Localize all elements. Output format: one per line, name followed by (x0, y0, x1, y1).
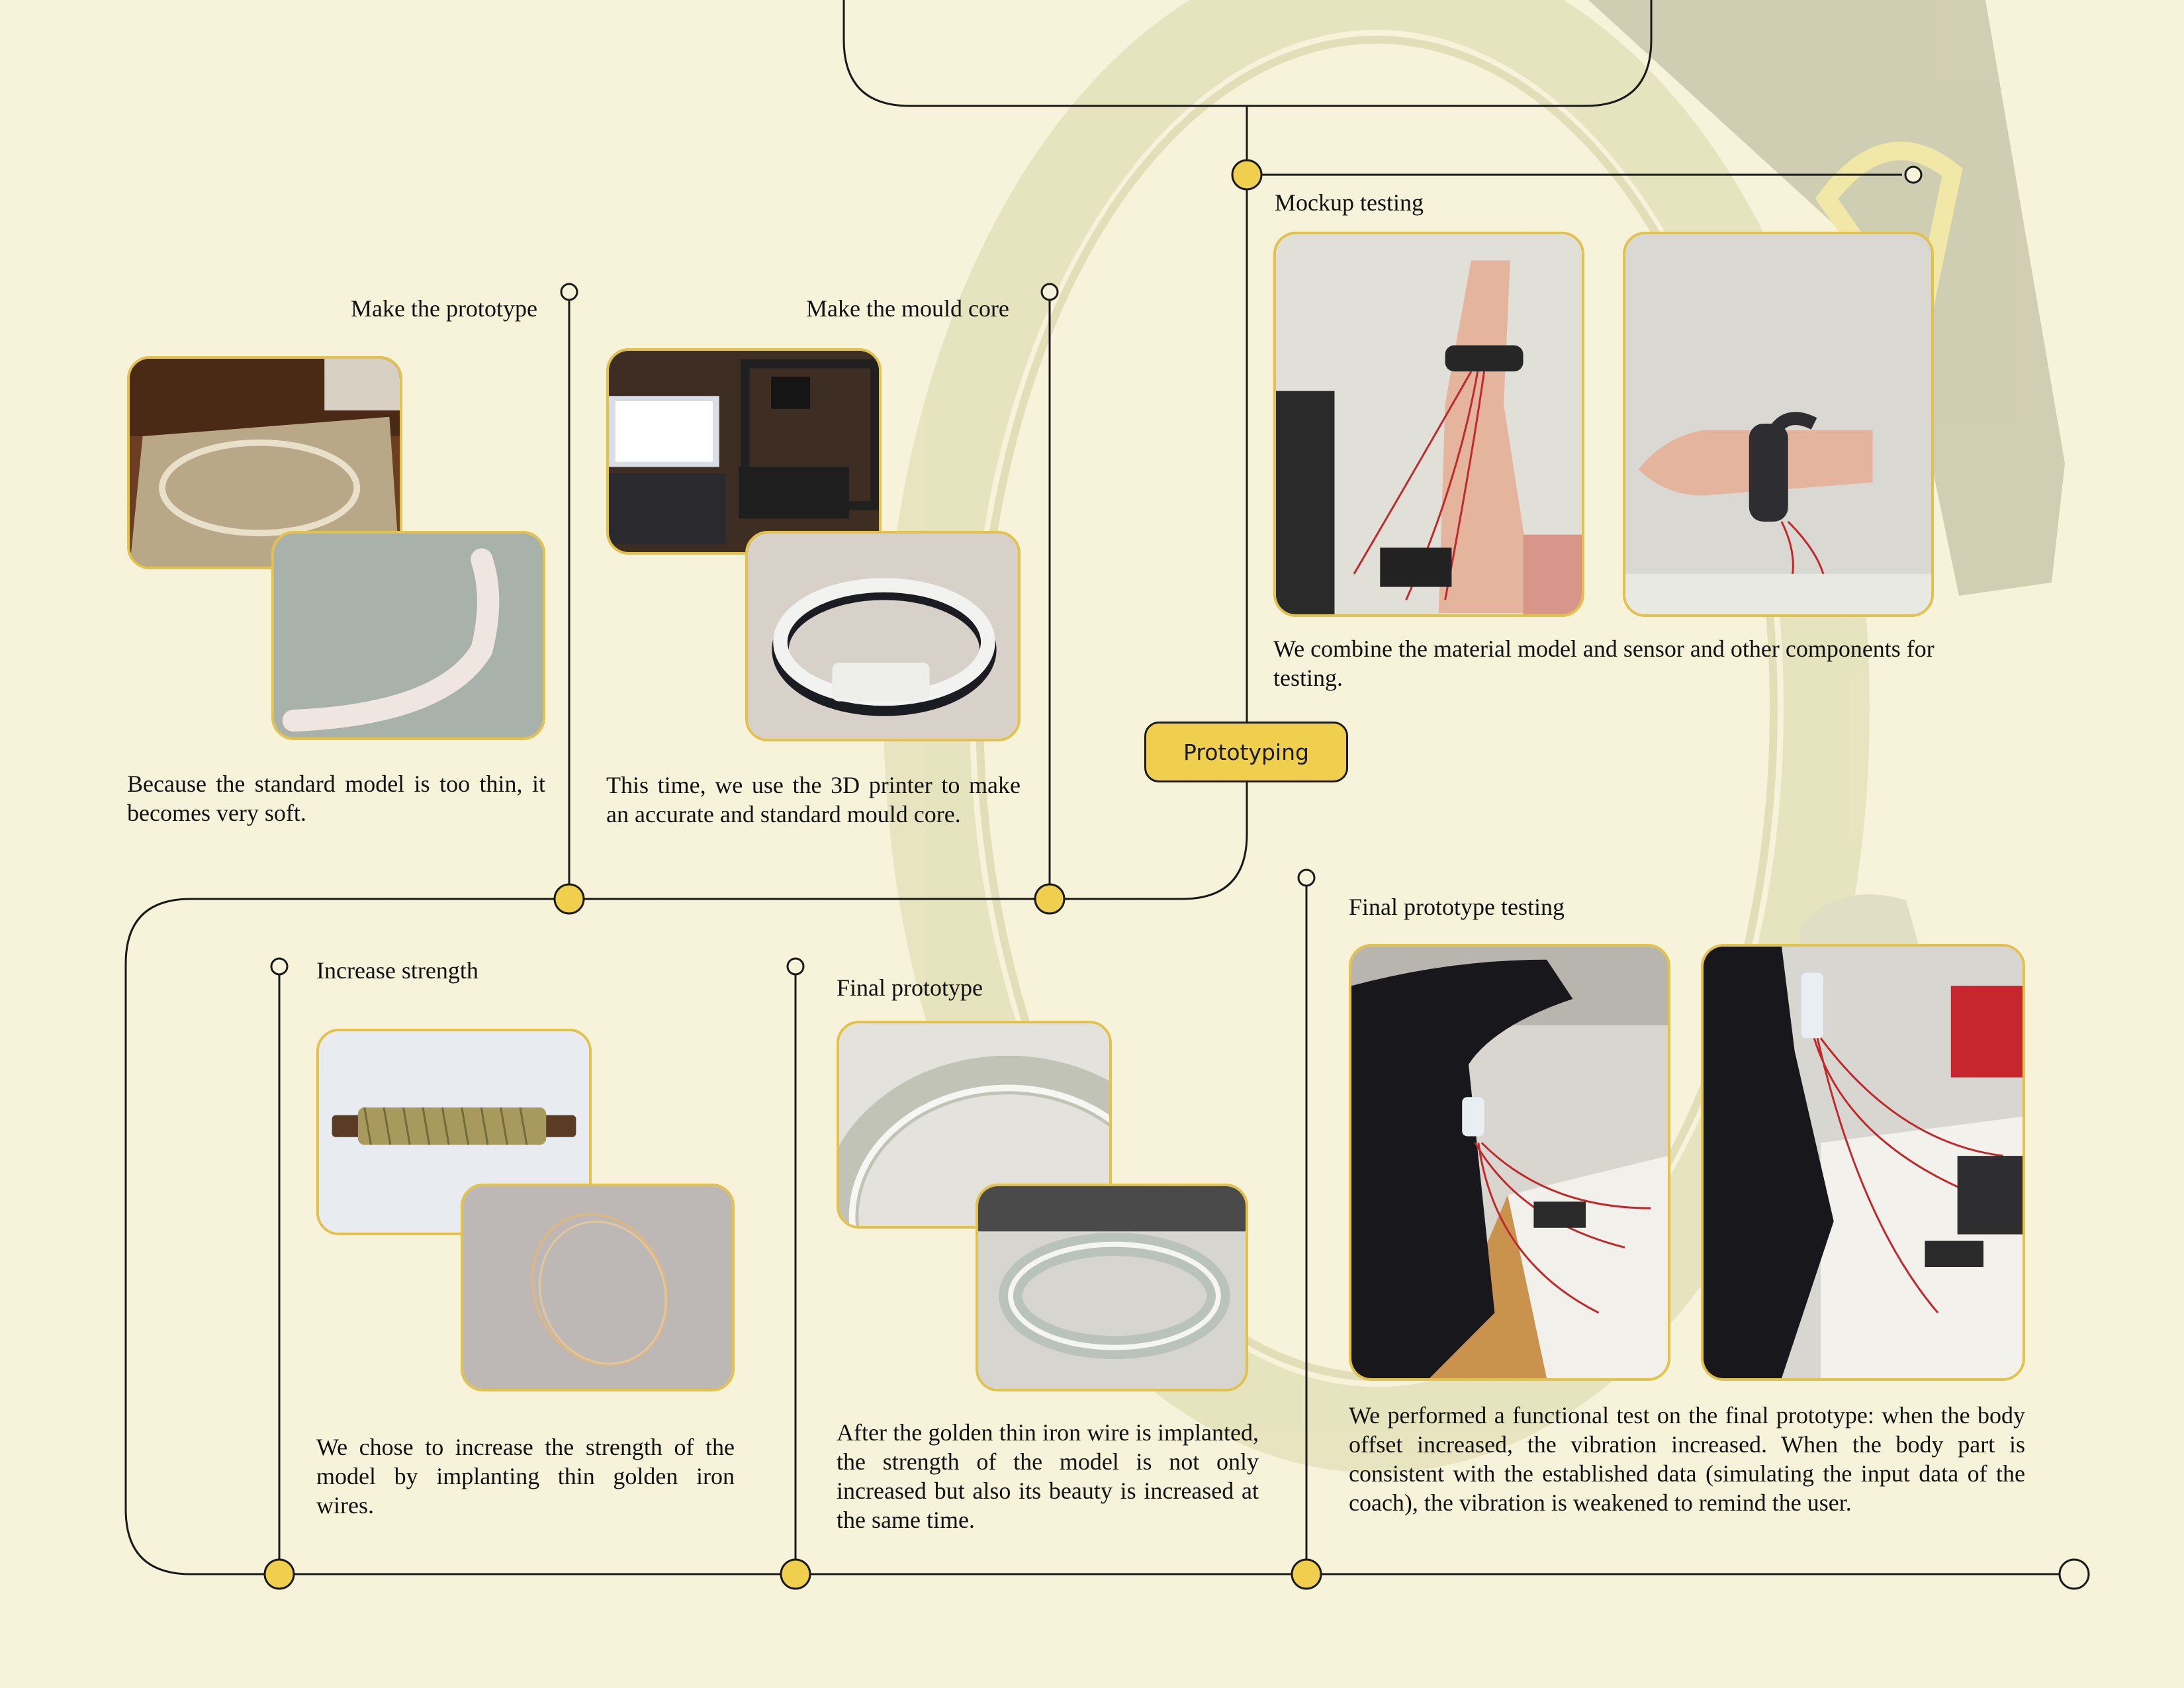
final-prototype-text: After the golden thin iron wire is impla… (837, 1419, 1259, 1533)
increase-strength-text: We chose to increase the strength of the… (316, 1434, 735, 1519)
make-prototype-text: Because the standard model is too thin, … (127, 771, 545, 826)
wrist-mockup-photo (1273, 232, 1584, 617)
make-prototype-title: Make the prototype (351, 295, 537, 322)
final-prototype-testing-title: Final prototype testing (1349, 894, 1565, 920)
make-mould-core-title: Make the mould core (806, 295, 1009, 322)
thin-strip-photo (271, 531, 545, 740)
arm-test-photo-2 (1701, 944, 2025, 1381)
silicone-mould-photo (127, 356, 402, 569)
mockup-testing-title: Mockup testing (1275, 189, 1424, 216)
prototyping-button[interactable]: Prototyping (1144, 722, 1348, 782)
3d-printer-photo (606, 348, 882, 555)
mould-core-photo (745, 531, 1021, 741)
clear-ring-photo (976, 1184, 1248, 1391)
final-prototype-testing-text: We performed a functional test on the fi… (1349, 1402, 2025, 1516)
make-mould-core-text: This time, we use the 3D printer to make… (606, 772, 1021, 827)
mockup-testing-text: We combine the material model and sensor… (1273, 635, 1934, 691)
wrist-worn-mockup-photo (1623, 232, 1934, 617)
arm-test-photo-1 (1349, 944, 1670, 1381)
final-prototype-title: Final prototype (837, 974, 983, 1001)
wire-loop-photo (461, 1184, 735, 1391)
increase-strength-title: Increase strength (316, 957, 478, 984)
